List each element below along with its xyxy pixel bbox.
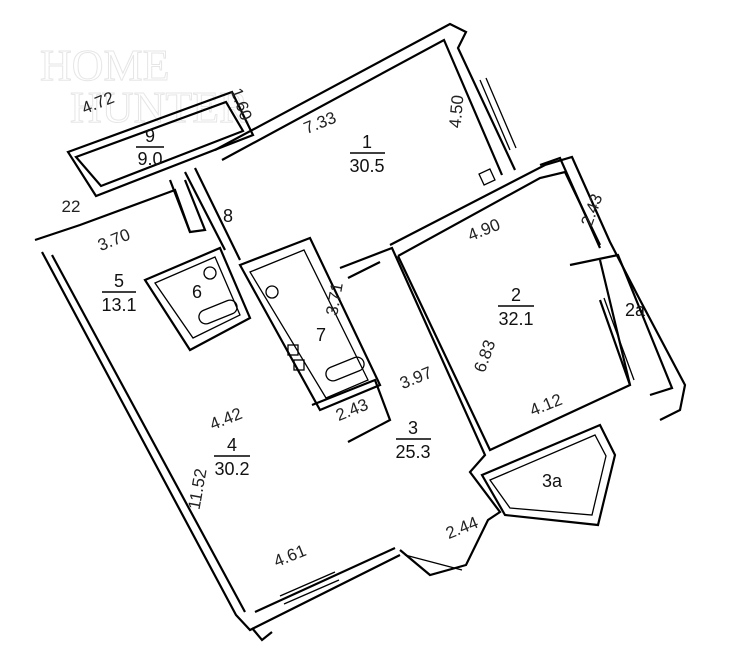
balcony-3a-label: 3a — [542, 471, 563, 491]
dim-11-52: 11.52 — [185, 467, 211, 511]
dim-4-42: 4.42 — [207, 404, 245, 434]
room-3-walls — [339, 246, 617, 577]
room-2-walls — [389, 155, 687, 452]
room-7-number: 7 — [316, 325, 326, 345]
room-4-number: 4 — [227, 435, 237, 455]
dim-3-70: 3.70 — [95, 225, 133, 255]
dim-6-83: 6.83 — [470, 337, 499, 375]
room-1-number: 1 — [362, 132, 372, 152]
dim-3-97: 3.97 — [397, 363, 435, 393]
dim-4-90: 4.90 — [465, 215, 503, 245]
room-4-area: 30.2 — [214, 459, 249, 479]
room-5-number: 5 — [114, 271, 124, 291]
room-5-area: 13.1 — [101, 295, 136, 315]
dim-2-43-bottom: 2.43 — [333, 395, 371, 425]
room-1-area: 30.5 — [349, 156, 384, 176]
watermark-line1: HOME — [40, 41, 170, 90]
watermark-logo: HOME HUNTER — [40, 41, 250, 133]
dim-4-61: 4.61 — [271, 541, 309, 571]
room-2-number: 2 — [511, 285, 521, 305]
room-9-number: 9 — [145, 126, 155, 146]
room-3-area: 25.3 — [395, 442, 430, 462]
room-1-walls — [214, 22, 517, 186]
room-labels: 9 9.0 1 30.5 2 32.1 3 25.3 4 30.2 5 13.1… — [62, 126, 646, 491]
balcony-2a-label: 2a — [625, 300, 646, 320]
room-3-number: 3 — [408, 418, 418, 438]
bathroom-walls — [143, 167, 382, 412]
dim-2-44: 2.44 — [443, 513, 481, 543]
room-9-area: 9.0 — [137, 149, 162, 169]
label-22: 22 — [62, 197, 81, 216]
dim-7-33: 7.33 — [301, 108, 339, 138]
room-8-number: 8 — [223, 206, 233, 226]
watermark-line2: HUNTER — [70, 83, 249, 132]
room-6-number: 6 — [192, 282, 202, 302]
room-2-area: 32.1 — [498, 309, 533, 329]
dim-4-12: 4.12 — [527, 390, 565, 420]
dim-4-50: 4.50 — [446, 94, 468, 129]
balcony-9-walls — [66, 90, 255, 198]
dim-3-71: 3.71 — [322, 281, 346, 317]
